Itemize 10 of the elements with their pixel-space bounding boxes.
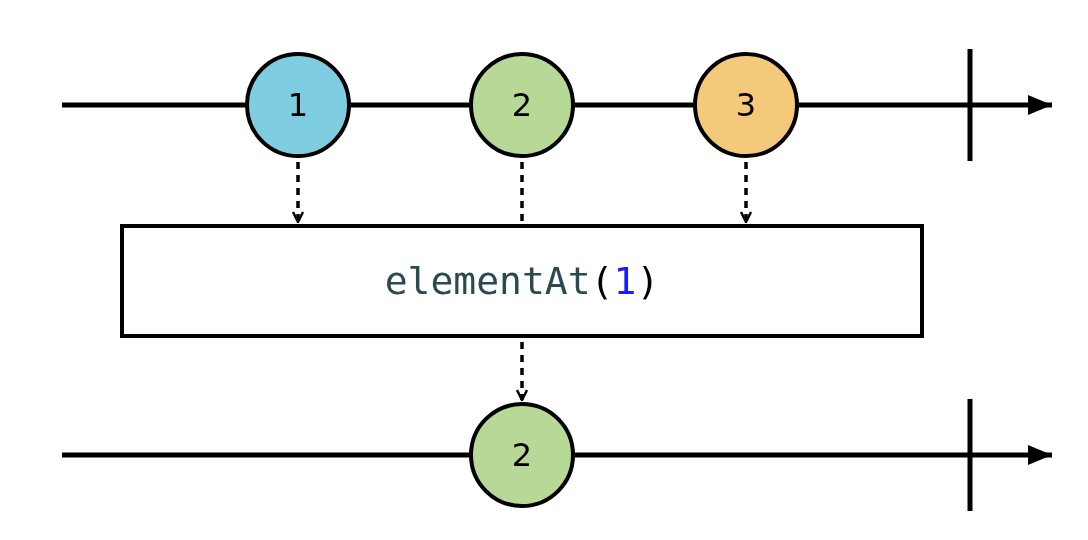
- operator-box: [120, 224, 924, 338]
- marble-value: 1: [287, 86, 309, 124]
- dashed-arrow: [291, 162, 305, 224]
- dashed-arrow: [739, 162, 753, 224]
- marble-value: 3: [735, 86, 757, 124]
- marble-value: 2: [511, 86, 533, 124]
- dashed-line: [520, 162, 524, 222]
- marble-value: 2: [511, 436, 533, 474]
- dashed-arrow: [515, 342, 529, 402]
- operator-label: elementAt(1): [384, 259, 660, 303]
